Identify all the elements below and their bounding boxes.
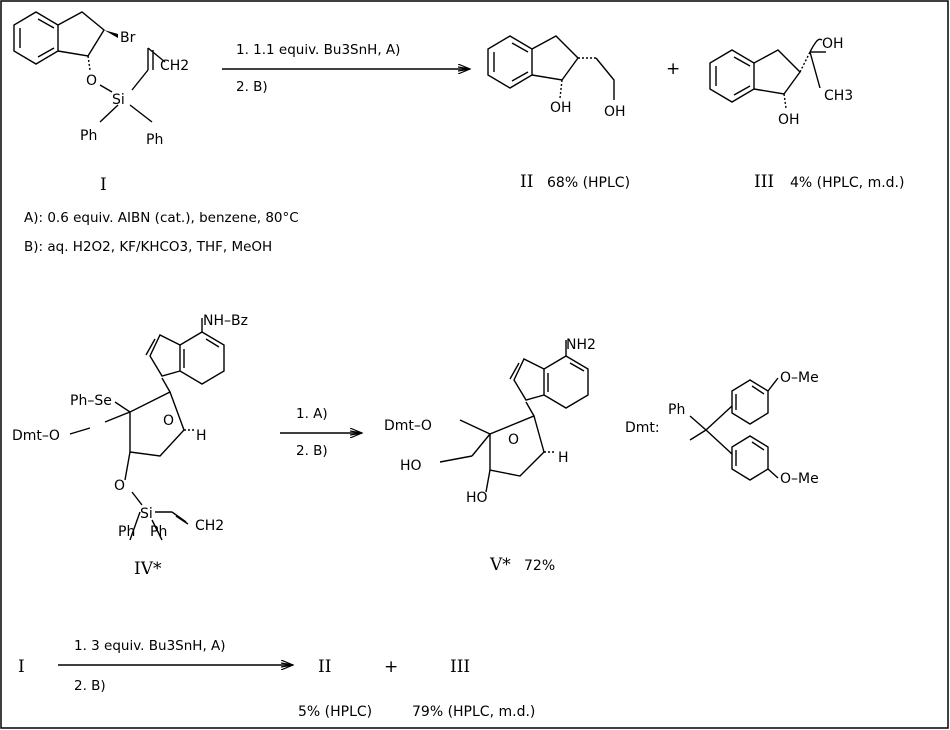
compound-III-yield: 4% (HPLC, m.d.) xyxy=(790,175,904,191)
arrow-1-step-2: 2. B) xyxy=(236,79,268,95)
si-IV: Si xyxy=(140,506,153,522)
oh-top: OH xyxy=(822,36,844,52)
phenyl-left: Ph xyxy=(80,128,97,144)
oh-ring: OH xyxy=(550,100,572,116)
compound-V-label: V* xyxy=(489,555,511,575)
condition-A: A): 0.6 equiv. AIBN (cat.), benzene, 80°… xyxy=(24,210,299,226)
o-si-IV: O xyxy=(114,478,125,494)
nh2-group: NH2 xyxy=(566,337,596,353)
h-IV: H xyxy=(196,428,207,444)
reaction-3: I 1. 3 equiv. Bu3SnH, A) 2. B) II + III … xyxy=(18,638,535,720)
product-II: II xyxy=(318,657,331,677)
plus-sign-2: + xyxy=(384,657,398,677)
ring-o-V: O xyxy=(508,432,519,448)
nh-bz: NH–Bz xyxy=(203,313,248,329)
ch3-group: CH3 xyxy=(824,88,853,104)
ch2-group: CH2 xyxy=(160,58,189,74)
ho-chain-V: HO xyxy=(400,458,422,474)
plus-sign-1: + xyxy=(666,59,680,79)
ph2-IV: Ph xyxy=(150,524,167,540)
dmt-o-V: Dmt–O xyxy=(384,418,432,434)
h-V: H xyxy=(558,450,569,466)
compound-II-yield: 68% (HPLC) xyxy=(547,175,630,191)
si-atom: Si xyxy=(112,92,125,108)
dmt-ph: Ph xyxy=(668,402,685,418)
dmt-label: Dmt: xyxy=(625,420,660,436)
arrow-1-step-1: 1. 1.1 equiv. Bu3SnH, A) xyxy=(236,42,400,58)
compound-II: OH OH II 68% (HPLC) xyxy=(487,35,630,192)
compound-V-yield: 72% xyxy=(524,558,555,574)
compound-IV-label: IV* xyxy=(134,559,162,579)
ph1-IV: Ph xyxy=(118,524,135,540)
yield-II-3: 5% (HPLC) xyxy=(298,704,372,720)
ph-se: Ph–Se xyxy=(70,393,112,409)
dmt-definition: Dmt: Ph O–Me O–Me xyxy=(625,370,819,487)
compound-IV: NH–Bz Ph–Se Dmt–O O H O Si Ph Ph CH2 IV* xyxy=(12,313,248,579)
compound-V: NH2 Dmt–O HO O H HO V* 72% xyxy=(384,337,596,575)
reaction-arrow-2: 1. A) 2. B) xyxy=(280,406,362,459)
compound-I-label: I xyxy=(100,175,107,195)
dmt-o-IV: Dmt–O xyxy=(12,428,60,444)
br-atom: Br xyxy=(120,30,136,46)
ch2-IV: CH2 xyxy=(195,518,224,534)
ho-ring-V: HO xyxy=(466,490,488,506)
compound-III-label: III xyxy=(754,172,774,192)
oh-ring-III: OH xyxy=(778,112,800,128)
ome-bottom: O–Me xyxy=(780,471,819,487)
o-atom: O xyxy=(86,73,97,89)
phenyl-right: Ph xyxy=(146,132,163,148)
arrow-2-step-2: 2. B) xyxy=(296,443,328,459)
ome-top: O–Me xyxy=(780,370,819,386)
condition-B: B): aq. H2O2, KF/KHCO3, THF, MeOH xyxy=(24,239,272,255)
compound-I: Br O Si CH2 Ph Ph I xyxy=(13,11,189,195)
ring-o-IV: O xyxy=(163,413,174,429)
compound-III: OH CH3 OH III 4% (HPLC, m.d.) xyxy=(709,36,904,192)
compound-II-label: II xyxy=(520,172,533,192)
yield-III-3: 79% (HPLC, m.d.) xyxy=(412,704,535,720)
reaction-arrow-1: 1. 1.1 equiv. Bu3SnH, A) 2. B) xyxy=(222,42,470,95)
arrow-3-step-1: 1. 3 equiv. Bu3SnH, A) xyxy=(74,638,226,654)
oh-chain: OH xyxy=(604,104,626,120)
arrow-3-step-2: 2. B) xyxy=(74,678,106,694)
start-I: I xyxy=(18,657,25,677)
product-III: III xyxy=(450,657,470,677)
arrow-2-step-1: 1. A) xyxy=(296,406,328,422)
